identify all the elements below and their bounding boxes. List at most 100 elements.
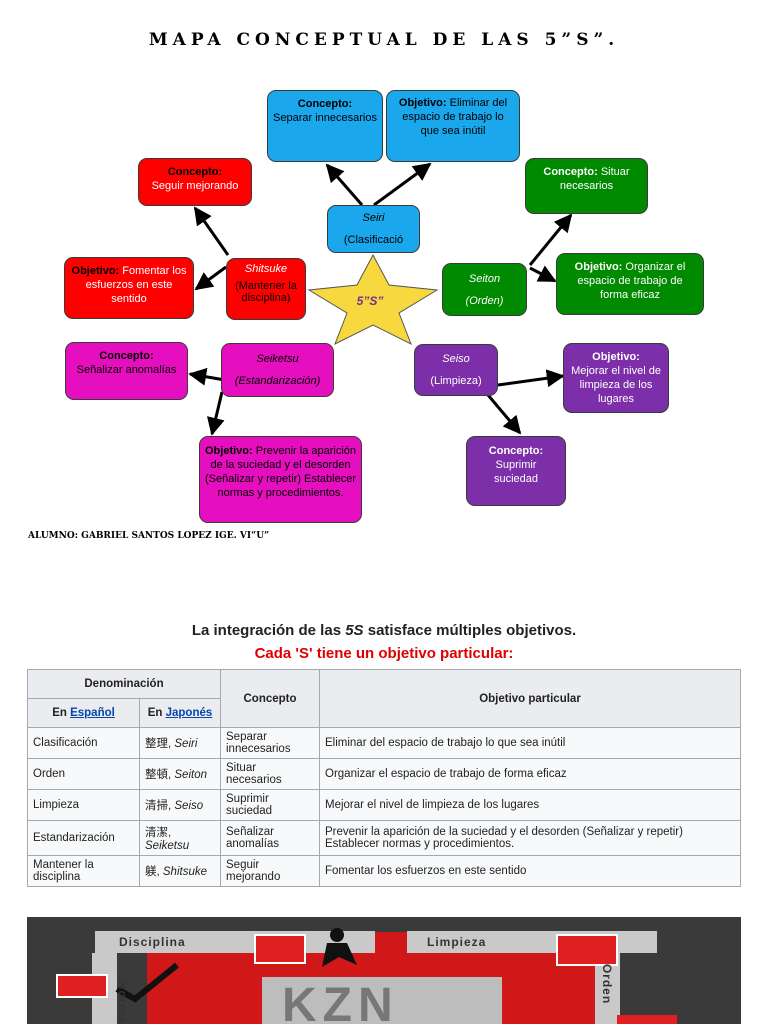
cell-objetivo: Eliminar del espacio de trabajo lo que s… — [319, 727, 741, 759]
cell-objetivo: Prevenir la aparición de la suciedad y e… — [319, 820, 741, 856]
table-intro-title: La integración de las 5S satisface múlti… — [0, 622, 768, 639]
seiton-concept-text: Situar necesarios — [559, 166, 630, 192]
cell-concepto: Situar necesarios — [220, 758, 320, 790]
cell-jp: 整理, Seiri — [139, 727, 221, 759]
kaizen-graphic — [27, 917, 741, 1024]
cell-romaji: Seiso — [174, 800, 204, 812]
cell-es: Mantener la disciplina — [27, 855, 140, 887]
cell-concepto: Seguir mejorando — [220, 855, 320, 887]
disciplina-label: Disciplina — [119, 935, 186, 949]
seiri-concept-text: Separar innecesarios — [273, 112, 377, 124]
seiso-concept-label: Concepto: — [488, 445, 544, 457]
seiri-node: Seiri (Clasificació — [327, 205, 420, 253]
seiri-concept-label: Concepto: — [297, 98, 353, 110]
limpieza-label: Limpieza — [427, 935, 487, 949]
seiso-objective-label: Objetivo: — [592, 351, 640, 363]
seiso-objective-text: Mejorar el nivel de limpieza de los luga… — [571, 365, 661, 405]
table-intro-subtitle: Cada 'S' tiene un objetivo particular: — [254, 645, 514, 662]
kzn-logo: KZN — [282, 979, 399, 1024]
shitsuke-concept-box: Concepto: Seguir mejorando — [138, 158, 252, 206]
seiketsu-translation: (Estandarización) — [234, 375, 321, 387]
shitsuke-objective-box: Objetivo: Fomentar los esfuerzos en este… — [64, 257, 194, 319]
header-japones: En Japonés — [139, 698, 221, 728]
cell-romaji: Seiton — [174, 769, 207, 781]
seiton-objective-text: Organizar el espacio de trabajo de forma… — [577, 261, 686, 301]
seiton-name: Seiton — [468, 272, 501, 285]
seiketsu-objective-label: Objetivo: — [205, 445, 253, 457]
concept-map-arrows — [188, 162, 573, 436]
seiso-objective-box: Objetivo: Mejorar el nivel de limpieza d… — [563, 343, 669, 413]
seiton-concept-box: Concepto: Situar necesarios — [525, 158, 648, 214]
header-denominacion: Denominación — [27, 669, 221, 699]
seiketsu-concept-text: Señalizar anomalías — [76, 364, 177, 376]
cell-kanji: 整頓, — [145, 769, 175, 781]
cell-es: Estandarización — [27, 820, 140, 856]
cell-jp: 清掃, Seiso — [139, 789, 221, 821]
five-s-table: Denominación Concepto Objetivo particula… — [27, 669, 741, 887]
cell-objetivo: Organizar el espacio de trabajo de forma… — [319, 758, 741, 790]
table-row: Estandarización 清潔, Seiketsu Señalizar a… — [27, 820, 741, 856]
cell-concepto: Separar innecesarios — [220, 727, 320, 759]
shitsuke-node: Shitsuke (Mantener la disciplina) — [226, 258, 306, 320]
seiton-concept-label: Concepto: — [543, 166, 598, 178]
orden-label: Orden — [600, 963, 615, 1005]
header-en-2: En — [147, 707, 166, 719]
header-objetivo: Objetivo particular — [319, 669, 741, 728]
kaizen-image: Disciplina Limpieza Orden Normas KZN — [27, 917, 741, 1024]
center-star-label: 5”S” — [356, 294, 384, 308]
header-en-1: En — [52, 707, 71, 719]
shitsuke-concept-label: Concepto: — [167, 166, 223, 178]
student-name: ALUMNO: GABRIEL SANTOS LOPEZ IGE. VI“U” — [28, 531, 270, 541]
table-row: Mantener la disciplina 躾, Shitsuke Segui… — [27, 855, 741, 887]
seiso-translation: (Limpieza) — [430, 375, 482, 387]
cell-concepto: Suprimir suciedad — [220, 789, 320, 821]
page-title: MAPA CONCEPTUAL DE LAS 5”S”. — [148, 30, 620, 50]
table-intro-pre: La integración de las — [191, 622, 346, 639]
table-row: Orden 整頓, Seiton Situar necesarios Organ… — [27, 758, 741, 790]
seiketsu-objective-box: Objetivo: Prevenir la aparición de la su… — [199, 436, 362, 523]
cell-jp: 躾, Shitsuke — [139, 855, 221, 887]
cell-objetivo: Mejorar el nivel de limpieza de los luga… — [319, 789, 741, 821]
seiri-translation: (Clasificació — [343, 234, 404, 246]
seiketsu-concept-label: Concepto: — [99, 350, 154, 362]
seiri-objective-text: Eliminar del espacio de trabajo lo que s… — [402, 97, 508, 137]
normas-label: Normas — [115, 980, 130, 1024]
seiso-node: Seiso (Limpieza) — [414, 344, 498, 396]
table-row: Limpieza 清掃, Seiso Suprimir suciedad Mej… — [27, 789, 741, 821]
shitsuke-concept-text: Seguir mejorando — [151, 180, 239, 192]
cell-romaji: Shitsuke — [162, 866, 207, 878]
cell-concepto: Señalizar anomalías — [220, 820, 320, 856]
seiketsu-node: Seiketsu (Estandarización) — [221, 343, 334, 397]
cell-es: Clasificación — [27, 727, 140, 759]
table-intro-em: 5S — [345, 622, 364, 639]
japones-link[interactable]: Japonés — [165, 707, 213, 719]
cell-jp: 整頓, Seiton — [139, 758, 221, 790]
seiri-name: Seiri — [362, 212, 385, 224]
cell-kanji: 清潔, — [145, 827, 172, 839]
header-concepto: Concepto — [220, 669, 320, 728]
seiketsu-name: Seiketsu — [256, 353, 299, 365]
espanol-link[interactable]: Español — [70, 707, 115, 719]
cell-objetivo: Fomentar los esfuerzos en este sentido — [319, 855, 741, 887]
seiri-objective-box: Objetivo: Eliminar del espacio de trabaj… — [386, 90, 520, 162]
seiton-translation: (Orden) — [465, 294, 504, 307]
seiton-objective-box: Objetivo: Organizar el espacio de trabaj… — [556, 253, 704, 315]
seiri-concept-box: Concepto: Separar innecesarios — [267, 90, 383, 162]
seiton-objective-label: Objetivo: — [574, 261, 623, 273]
seiri-objective-label: Objetivo: — [398, 97, 447, 109]
cell-kanji: 躾, — [145, 866, 163, 878]
cell-kanji: 清掃, — [145, 800, 175, 812]
cell-romaji: Seiketsu — [145, 840, 190, 852]
seiketsu-objective-text: Prevenir la aparición de la suciedad y e… — [205, 445, 357, 499]
center-star — [307, 253, 439, 346]
cell-es: Limpieza — [27, 789, 140, 821]
seiso-concept-box: Concepto: Suprimir suciedad — [466, 436, 566, 506]
shitsuke-objective-text: Fomentar los esfuerzos en este sentido — [85, 265, 187, 305]
seiton-node: Seiton (Orden) — [442, 263, 527, 316]
cell-es: Orden — [27, 758, 140, 790]
header-espanol: En Español — [27, 698, 140, 728]
seiso-name: Seiso — [442, 353, 470, 365]
cell-jp: 清潔, Seiketsu — [139, 820, 221, 856]
seiso-concept-text: Suprimir suciedad — [493, 459, 539, 485]
shitsuke-translation: (Mantener la disciplina) — [235, 280, 297, 304]
